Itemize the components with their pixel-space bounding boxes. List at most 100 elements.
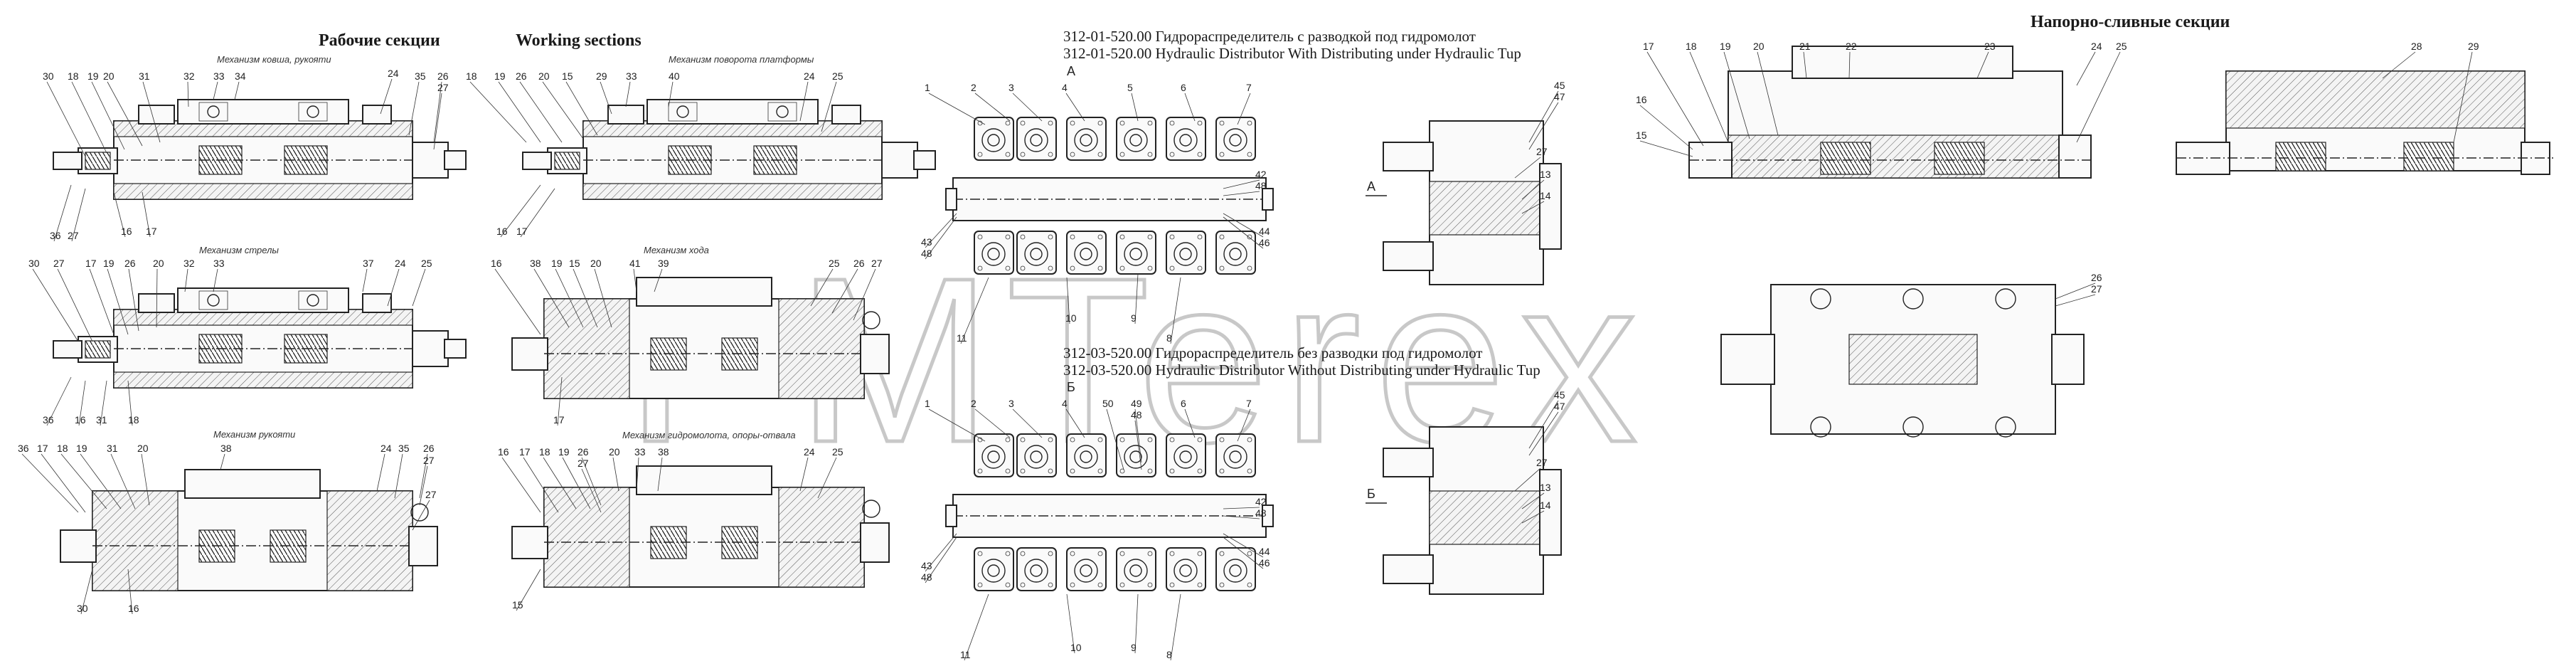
callout-leader — [1184, 408, 1196, 438]
callout-number: 24 — [804, 70, 815, 82]
callout-leader — [1528, 90, 1559, 143]
callout-leader — [1223, 507, 1260, 509]
callout-leader — [1223, 537, 1264, 569]
callout-leader — [127, 380, 133, 426]
callout-number: 20 — [1753, 41, 1765, 52]
callout-leader — [1223, 179, 1260, 189]
callout-number: 18 — [539, 446, 550, 458]
callout-leader — [1237, 93, 1251, 125]
callout-leader — [519, 81, 563, 143]
callout-number: 36 — [50, 230, 61, 241]
callout-leader — [1528, 400, 1559, 449]
callout-leader — [2382, 51, 2416, 79]
title-hammer: Механизм гидромолота, опоры-отвала — [622, 430, 796, 440]
callout-leader — [1134, 593, 1139, 654]
callout-number: 2 — [971, 398, 976, 409]
callout-leader — [557, 376, 563, 426]
callout-number: 19 — [87, 70, 99, 82]
callout-leader — [498, 81, 541, 143]
callout-number: 14 — [1540, 190, 1551, 201]
callout-leader — [1639, 105, 1693, 150]
callout-leader — [107, 81, 143, 147]
view-label-b: Б — [1067, 380, 1075, 394]
callout-number: 46 — [1259, 237, 1270, 248]
callout-leader — [831, 268, 858, 314]
callout-number: 1 — [925, 398, 930, 409]
callout-number: 33 — [626, 70, 637, 82]
callout-number: 45 — [1554, 80, 1565, 91]
callout-leader — [376, 453, 385, 492]
callout-leader — [46, 376, 72, 426]
callout-number: 48 — [1255, 180, 1267, 191]
callout-number: 26 — [516, 70, 527, 82]
callout-leader — [2076, 51, 2121, 143]
callout-leader — [71, 81, 107, 154]
callout-leader — [817, 457, 837, 499]
callout-number: 6 — [1181, 82, 1186, 93]
callout-number: 8 — [1166, 649, 1172, 660]
callout-number: 27 — [578, 458, 589, 469]
callout-leader — [523, 457, 559, 513]
callout-number: 22 — [1846, 41, 1857, 52]
callout-leader — [925, 216, 957, 260]
callout-leader — [184, 268, 188, 292]
callout-leader — [974, 408, 1011, 438]
callout-leader — [1012, 408, 1043, 438]
callout-number: 46 — [1259, 557, 1270, 569]
callout-leader — [1066, 277, 1070, 324]
callout-leader — [974, 93, 1011, 122]
callout-number: 17 — [553, 414, 565, 426]
callout-number: 11 — [957, 332, 967, 344]
callout-leader — [213, 268, 218, 292]
callout-number: 27 — [53, 258, 65, 269]
callout-leader — [657, 457, 663, 492]
callout-number: 20 — [103, 70, 115, 82]
callout-leader — [110, 453, 136, 509]
callout-leader — [419, 465, 428, 506]
title-bucket-arm: Механизм ковша, рукояти — [217, 54, 331, 65]
callout-number: 29 — [2468, 41, 2479, 52]
callout-number: 24 — [804, 446, 815, 458]
callout-leader — [960, 277, 989, 344]
callout-leader — [581, 468, 602, 513]
callout-number: 18 — [1686, 41, 1697, 52]
callout-number: 16 — [496, 226, 508, 237]
callout-leader — [141, 453, 150, 506]
callout-number: 19 — [103, 258, 115, 269]
callout-number: 24 — [380, 443, 392, 454]
callout-leader — [494, 268, 541, 335]
callout-leader — [1646, 51, 1704, 147]
callout-leader — [594, 268, 612, 328]
callout-number: 31 — [107, 443, 118, 454]
callout-leader — [394, 453, 403, 499]
section-boom: Механизм стрелы — [53, 245, 467, 389]
callout-number: 26 — [423, 443, 435, 454]
callout-leader — [46, 81, 86, 157]
callout-number: 24 — [395, 258, 406, 269]
callout-number: 27 — [871, 258, 883, 269]
callout-leader — [1528, 102, 1559, 150]
callout-leader — [89, 268, 115, 335]
callout-number: 30 — [43, 70, 54, 82]
side-view-b: Б — [1366, 426, 1562, 595]
heading-pressure-drain-sections: Напорно-сливные секции — [2031, 13, 2230, 31]
callout-number: 31 — [139, 70, 150, 82]
caption-bottom-en: 312-03-520.00 Hydraulic Distributor With… — [1063, 361, 1540, 379]
callout-leader — [156, 268, 158, 328]
callout-leader — [57, 268, 93, 342]
callout-number: 5 — [1127, 82, 1133, 93]
callout-number: 21 — [1799, 41, 1811, 52]
callout-number: 17 — [516, 226, 528, 237]
callout-leader — [380, 78, 393, 115]
callout-leader — [71, 188, 86, 242]
callout-number: 39 — [658, 258, 669, 269]
callout-leaders — [21, 51, 2473, 661]
callout-leader — [91, 81, 125, 150]
assembly-bottom: Б — [945, 380, 1274, 591]
callout-number: 27 — [425, 489, 437, 500]
callout-number: 37 — [363, 258, 374, 269]
callout-number: 9 — [1131, 312, 1137, 324]
callout-number: 30 — [28, 258, 40, 269]
callout-number: 19 — [558, 446, 570, 458]
